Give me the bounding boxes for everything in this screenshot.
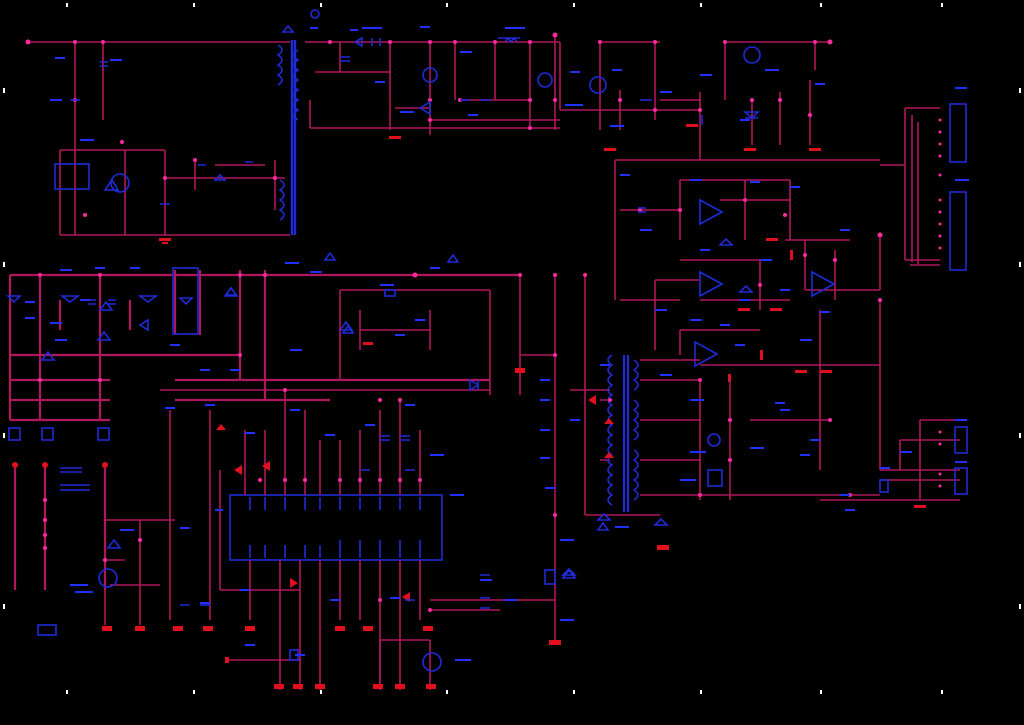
driver-transistor-section (98, 519, 555, 690)
secondary-regulation-section (620, 179, 883, 470)
border-ticks (3, 3, 1021, 694)
output-connector-lower (949, 191, 967, 271)
main-transformer-section (515, 273, 880, 645)
standby-transistor (110, 173, 130, 193)
standby-controller-ic (54, 163, 90, 190)
top-right-regulator-section (559, 39, 880, 300)
output-connector-section (820, 103, 968, 508)
pfc-control-ic-section (160, 289, 491, 690)
output-connector-right-a (954, 426, 968, 454)
standby-supply-section (25, 9, 320, 244)
control-ic (229, 494, 443, 561)
primary-rectifier-section (6, 267, 520, 636)
bridge-rectifier (172, 267, 199, 335)
standby-secondary-section (305, 32, 560, 139)
component-labels (25, 26, 969, 661)
output-connector-upper (949, 103, 967, 163)
output-connector-right-b (954, 467, 968, 495)
warning-triangles (224, 251, 610, 579)
